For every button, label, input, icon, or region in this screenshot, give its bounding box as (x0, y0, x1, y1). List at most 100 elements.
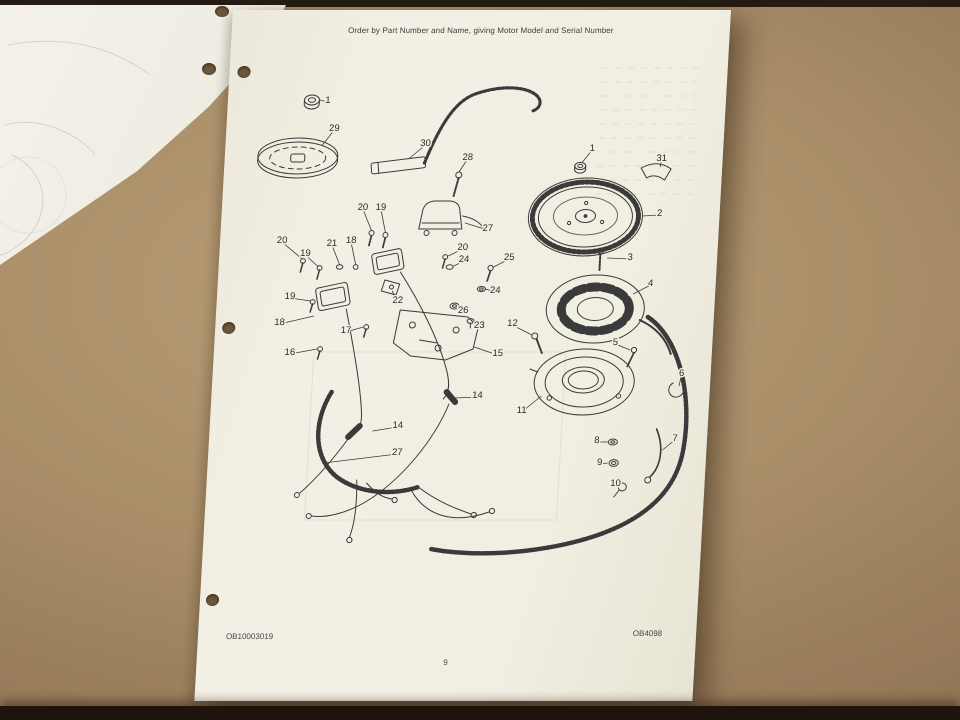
part-callout-6: 6 (679, 368, 685, 379)
flywheel-nut-drawing (574, 161, 587, 174)
screw-28-drawing (452, 171, 463, 197)
callout-leader-line (322, 129, 335, 146)
part-callout-23: 23 (474, 320, 485, 331)
punch-hole (215, 6, 229, 17)
callout-leader-line (485, 288, 496, 293)
part-callout-24: 24 (490, 285, 501, 296)
bracket-22-drawing (380, 279, 401, 296)
spark-plug-wires-drawing (293, 271, 459, 519)
callout-leader-line (448, 248, 463, 257)
callout-leader-line (615, 343, 631, 351)
callout-leader-line (454, 396, 478, 399)
table-edge-bottom (0, 706, 960, 720)
callout-leader-line (662, 439, 676, 451)
coil-screws-drawing (299, 258, 370, 360)
washer-nut-bulb-drawing (607, 438, 627, 498)
part-callout-20: 20 (277, 235, 288, 246)
wire-7-drawing (644, 428, 662, 484)
part-callout-19: 19 (375, 202, 386, 213)
callout-leader-line (521, 395, 542, 413)
part-callout-19: 19 (300, 248, 311, 259)
page-number: 9 (443, 658, 448, 667)
part-callout-4: 4 (648, 278, 654, 289)
part-callout-14: 14 (472, 390, 483, 401)
callout-leader-line (632, 284, 651, 295)
show-through-print (303, 67, 700, 521)
part-callout-12: 12 (507, 318, 518, 329)
part-callout-28: 28 (462, 152, 473, 163)
part-callout-15: 15 (492, 348, 503, 359)
callout-leader-line (473, 321, 480, 328)
part-callout-18: 18 (346, 235, 357, 246)
screw-5-drawing (626, 346, 638, 368)
part-callout-10: 10 (610, 478, 621, 489)
exploded-parts-diagram: 1293028131234272019201921181918161722202… (257, 67, 700, 556)
left-wire-loom-drawing (315, 389, 421, 495)
wedge-31-drawing (640, 163, 672, 181)
part-callout-16: 16 (284, 347, 295, 358)
callout-leader-line (607, 257, 631, 260)
callout-leader-line (599, 462, 608, 465)
part-callout-27: 27 (482, 223, 493, 234)
main-harness-loom-drawing (428, 314, 689, 556)
ignition-coils-drawing (315, 248, 405, 312)
callout-leader-line (362, 208, 373, 232)
part-callout-29: 29 (329, 123, 340, 134)
part-callout-11: 11 (516, 405, 526, 416)
timer-base-drawing (529, 348, 635, 416)
part-callout-25: 25 (504, 252, 515, 263)
form-number-left: OB10003019 (225, 632, 274, 641)
callout-leader-line (319, 99, 328, 103)
callout-leader-line (512, 324, 533, 336)
punch-hole (202, 63, 216, 75)
part-callout-27: 27 (392, 447, 403, 458)
callout-leader-line (289, 297, 311, 302)
upper-cable-drawing (422, 86, 542, 165)
flywheel-drawing (527, 177, 643, 257)
part-callout-26: 26 (458, 305, 469, 316)
callout-leader-line (350, 241, 357, 266)
callout-leader-line (281, 241, 303, 260)
part-callout-17: 17 (340, 325, 351, 336)
callout-leader-line (474, 346, 498, 356)
callout-leader-line (464, 222, 488, 231)
lever-bar-drawing (370, 156, 427, 175)
callout-leader-line (659, 159, 663, 168)
part-callout-8: 8 (594, 435, 600, 446)
callout-leader-line (458, 158, 468, 173)
callout-leader-line (391, 290, 399, 303)
part-callout-14: 14 (392, 420, 403, 431)
callout-leader-line (331, 244, 341, 266)
small-fasteners-drawing (441, 254, 494, 329)
part-callout-1: 1 (325, 95, 331, 106)
bolt-3-drawing (597, 247, 605, 271)
callout-leader-line (678, 374, 682, 387)
part-callout-2: 2 (657, 208, 663, 219)
callout-leader-line (582, 149, 593, 163)
part-callout-31: 31 (656, 153, 667, 164)
starter-pulley-ring-drawing (257, 137, 339, 179)
part-callout-30: 30 (420, 138, 431, 149)
form-number-right: OB4098 (632, 629, 663, 638)
part-callout-20: 20 (457, 242, 468, 253)
part-callout-9: 9 (597, 457, 603, 468)
part-callout-24: 24 (458, 254, 469, 265)
callout-leader-line (380, 208, 386, 234)
part-callout-7: 7 (672, 433, 678, 444)
part-callout-5: 5 (612, 337, 618, 348)
part-callout-21: 21 (326, 238, 337, 249)
callout-leader-line (372, 426, 398, 432)
part-callout-19: 19 (284, 291, 295, 302)
callout-leader-line (493, 258, 510, 268)
callout-leader-line (642, 214, 660, 217)
callout-leader-line (305, 254, 319, 268)
callout-leader-line (323, 453, 398, 464)
callout-leader-line (289, 348, 318, 355)
parts-diagram-page: Order by Part Number and Name, giving Mo… (194, 10, 732, 701)
callout-leader-line (615, 484, 619, 487)
callout-leader-line (345, 326, 364, 333)
screw-12-drawing (531, 332, 543, 354)
bottom-wires-drawing (346, 479, 496, 544)
